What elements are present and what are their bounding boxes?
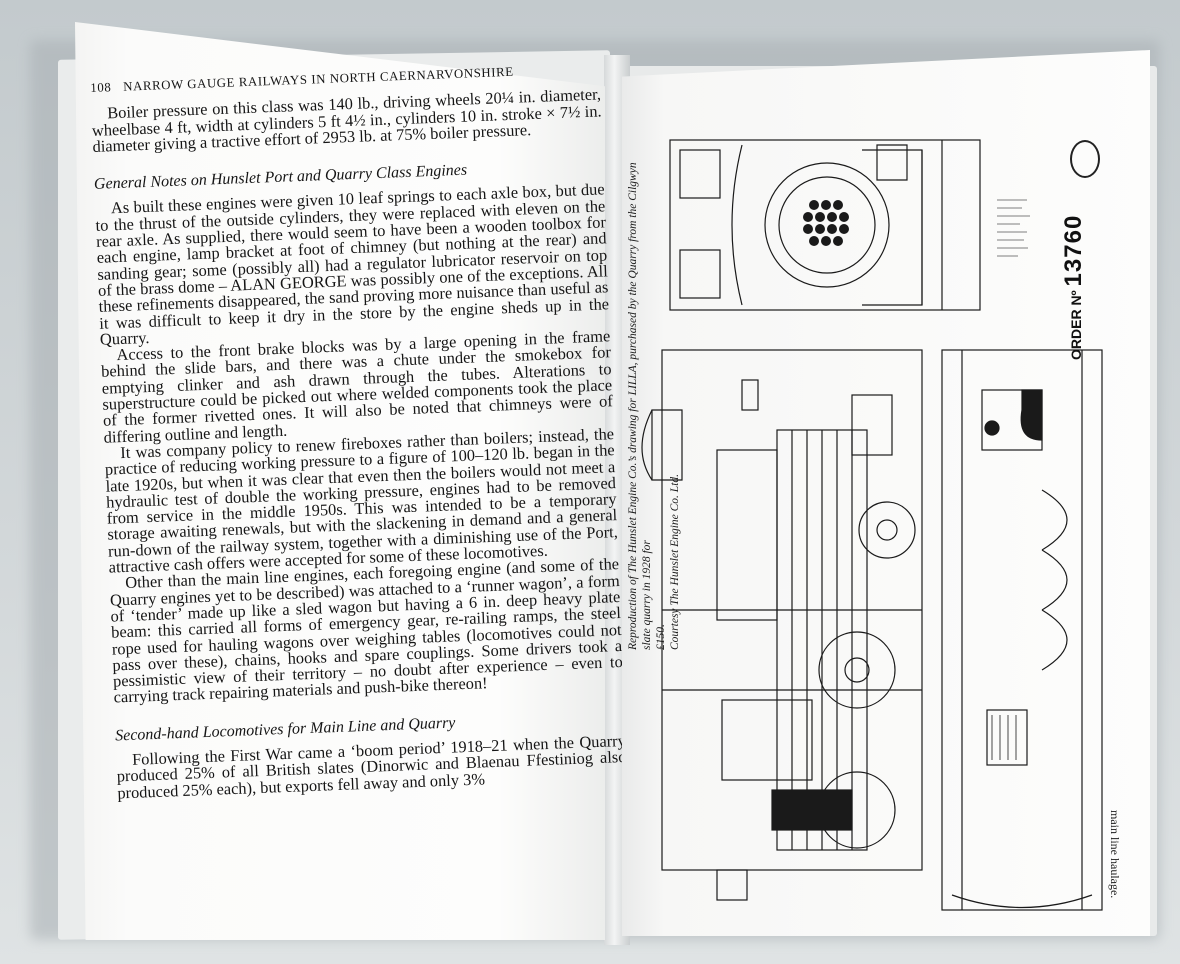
paragraph-fireboxes: It was company policy to renew fireboxes… xyxy=(104,424,619,577)
boiler-face-circle xyxy=(764,162,890,288)
dome xyxy=(851,394,893,456)
plan-grate xyxy=(986,709,1028,766)
order-number: 13760 xyxy=(1060,214,1087,287)
continued-caption: main line haulage. xyxy=(1108,810,1122,899)
drawing-caption: Reproduction of The Hunslet Engine Co.’s… xyxy=(626,150,682,650)
end-view-window-lower xyxy=(679,249,721,299)
caption-line-3: Courtesy The Hunslet Engine Co. Ltd. xyxy=(669,473,681,650)
right-page: Reproduction of The Hunslet Engine Co.’s… xyxy=(622,50,1150,936)
order-prefix: ORDER Nº xyxy=(1068,290,1084,360)
tube-plate-dots xyxy=(803,200,849,246)
left-page xyxy=(75,22,605,940)
caption-line-2: £150. xyxy=(655,624,667,650)
cylinder-block xyxy=(721,699,813,781)
order-stamp-area: ORDER Nº 13760 xyxy=(1060,140,1100,370)
end-view-frame xyxy=(669,139,981,311)
paragraph-runner-wagon: Other than the main line engines, each f… xyxy=(109,554,624,707)
handwritten-notes xyxy=(997,199,1030,257)
intro-paragraph: Boiler pressure on this class was 140 lb… xyxy=(91,84,602,156)
driving-wheel-front xyxy=(818,631,896,709)
order-number-label: ORDER Nº 13760 xyxy=(1060,215,1088,360)
smokebox xyxy=(716,449,778,621)
flywheel xyxy=(858,501,916,559)
caption-line-1: Reproduction of The Hunslet Engine Co.’s… xyxy=(627,162,653,650)
end-view-window-upper xyxy=(679,149,721,199)
page-number: 108 xyxy=(90,80,112,95)
buffer xyxy=(716,869,748,901)
firebox-grate xyxy=(771,789,853,831)
paragraph-springs: As built these engines were given 10 lea… xyxy=(95,179,610,349)
plan-view-frame xyxy=(941,349,1103,911)
company-stamp-oval xyxy=(1070,140,1100,178)
locomotive-engineering-drawing xyxy=(641,139,1103,911)
